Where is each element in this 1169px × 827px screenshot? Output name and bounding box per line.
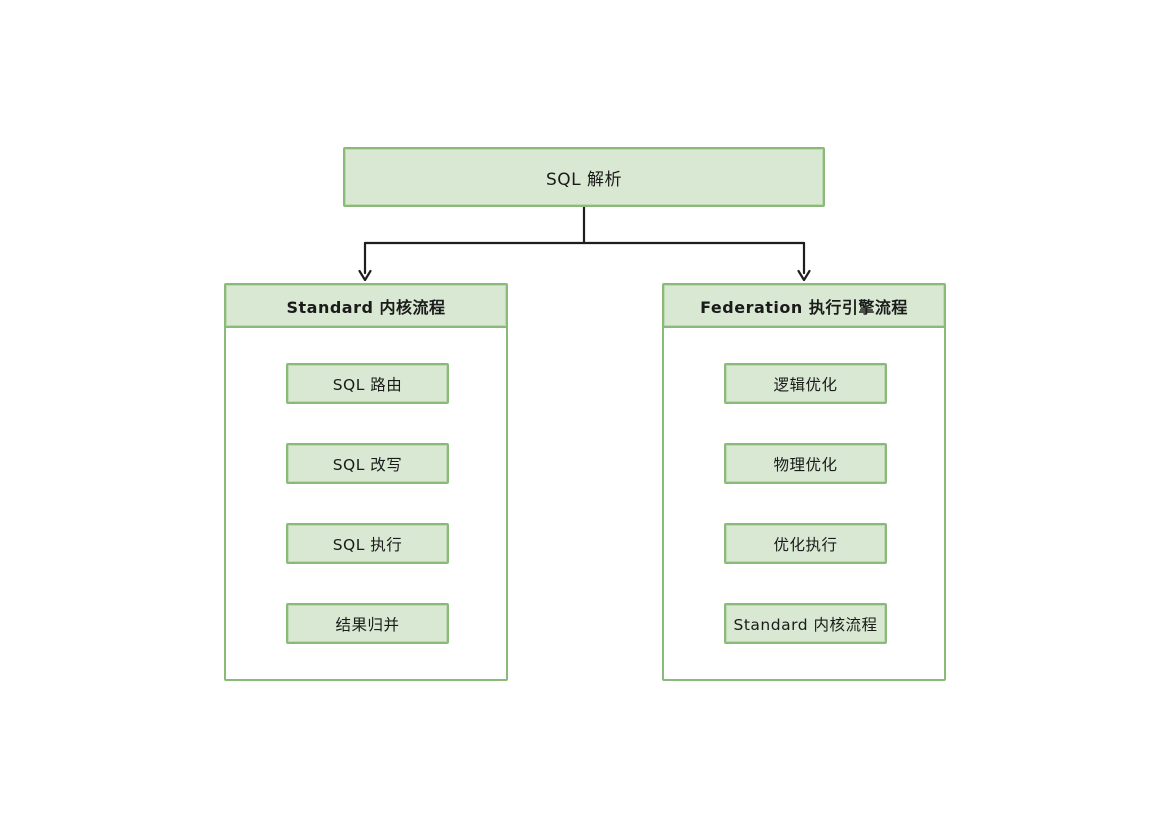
panel-federation-engine: Federation 执行引擎流程 逻辑优化 物理优化 优化执行 Standar…: [662, 283, 946, 681]
node-sql-route-label: SQL 路由: [332, 375, 403, 394]
connector-root-branches: [358, 205, 811, 282]
node-optimized-execute: 优化执行: [724, 523, 887, 564]
node-physical-optimize: 物理优化: [724, 443, 887, 484]
arrowhead-right-panel: [797, 269, 811, 282]
node-sql-route: SQL 路由: [286, 363, 449, 404]
panel-standard-kernel-header: Standard 内核流程: [226, 285, 506, 328]
node-standard-kernel-flow-label: Standard 内核流程: [733, 615, 878, 634]
node-logical-optimize: 逻辑优化: [724, 363, 887, 404]
node-logical-optimize-label: 逻辑优化: [773, 375, 838, 394]
node-result-merge: 结果归并: [286, 603, 449, 644]
node-physical-optimize-label: 物理优化: [773, 455, 838, 474]
node-sql-rewrite: SQL 改写: [286, 443, 449, 484]
node-sql-rewrite-label: SQL 改写: [332, 455, 403, 474]
node-result-merge-label: 结果归并: [335, 615, 400, 634]
panel-standard-kernel: Standard 内核流程 SQL 路由 SQL 改写 SQL 执行 结果归并: [224, 283, 508, 681]
node-standard-kernel-flow: Standard 内核流程: [724, 603, 887, 644]
panel-federation-engine-header: Federation 执行引擎流程: [664, 285, 944, 328]
panel-standard-kernel-title: Standard 内核流程: [286, 297, 446, 317]
node-optimized-execute-label: 优化执行: [773, 535, 838, 554]
node-sql-parse-label: SQL 解析: [545, 169, 623, 190]
node-sql-parse: SQL 解析: [343, 147, 825, 207]
panel-federation-engine-title: Federation 执行引擎流程: [700, 297, 908, 317]
node-sql-execute: SQL 执行: [286, 523, 449, 564]
node-sql-execute-label: SQL 执行: [332, 535, 403, 554]
arrowhead-left-panel: [358, 269, 372, 282]
